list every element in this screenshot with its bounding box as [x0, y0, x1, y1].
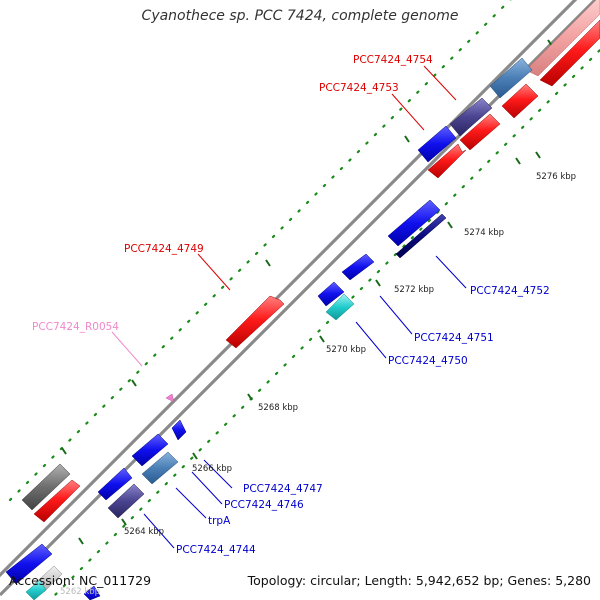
gene-purple-4744[interactable]: [107, 483, 145, 519]
tick-mark: [265, 259, 271, 267]
gene-blue-4751[interactable]: [341, 253, 375, 281]
label-pcc7424-4747[interactable]: PCC7424_4747: [243, 483, 323, 495]
gene-blue-4746[interactable]: [131, 433, 169, 467]
callout-line: [203, 459, 233, 489]
gene-steel-4754[interactable]: [489, 57, 533, 99]
gene-red-4752b[interactable]: [427, 143, 467, 179]
gene-navy-4752[interactable]: [395, 213, 447, 259]
gene-blue-4747[interactable]: [171, 419, 187, 441]
label-pcc7424-4754[interactable]: PCC7424_4754: [353, 54, 433, 66]
callout-line: [143, 513, 175, 549]
gene-steel-trpA[interactable]: [141, 451, 179, 485]
gene-red-small-4754b[interactable]: [501, 83, 539, 119]
tick-label: 5270 kbp: [326, 345, 366, 355]
gene-gray-outer[interactable]: [21, 463, 71, 511]
tick-mark: [375, 279, 381, 287]
map-title: Cyanothece sp. PCC 7424, complete genome: [141, 8, 459, 24]
gene-blue-edge-small[interactable]: [83, 585, 101, 600]
tick-mark: [131, 379, 137, 387]
callout-line: [355, 321, 387, 359]
tick-label: 5268 kbp: [258, 403, 298, 413]
label-pcc7424-4746[interactable]: PCC7424_4746: [224, 499, 304, 511]
gene-blue-4745[interactable]: [97, 467, 133, 501]
tick-label: 5274 kbp: [464, 228, 504, 238]
tick-label: 5264 kbp: [124, 527, 164, 537]
callout-line: [379, 295, 413, 335]
tick-mark: [61, 447, 67, 455]
tick-mark: [121, 518, 127, 526]
label-pcc7424-r0054[interactable]: PCC7424_R0054: [32, 321, 119, 333]
gene-cyan-4750[interactable]: [325, 293, 355, 321]
tick-label: 5276 kbp: [536, 172, 576, 182]
accession-text: Accession: NC_011729: [9, 573, 152, 588]
gene-pink-4755[interactable]: [525, 0, 600, 77]
tick-label: 5262 kbp: [60, 587, 100, 597]
callout-line: [423, 65, 457, 101]
label-pcc7424-4744[interactable]: PCC7424_4744: [176, 544, 256, 556]
tick-label: 5266 kbp: [192, 464, 232, 474]
label-pcc7424-4750[interactable]: PCC7424_4750: [388, 355, 468, 367]
trna-pink-r0054[interactable]: [165, 393, 175, 403]
gene-red-outer-left[interactable]: [33, 479, 81, 523]
gene-red-4755[interactable]: [539, 19, 600, 87]
tick-mark: [515, 157, 521, 165]
callout-line: [435, 255, 467, 289]
gene-red-4749[interactable]: [225, 295, 285, 349]
tick-mark: [192, 452, 198, 460]
gene-purple-4753[interactable]: [449, 97, 493, 137]
callout-lines: [111, 65, 467, 549]
backbone-line-outer: [0, 0, 578, 578]
gene-red-4753[interactable]: [459, 113, 501, 151]
tick-mark: [319, 335, 325, 343]
gene-blue-4752[interactable]: [387, 199, 441, 247]
callout-line: [191, 471, 223, 505]
callout-line: [197, 253, 231, 291]
tick-label: 5272 kbp: [394, 285, 434, 295]
label-pcc7424-4751[interactable]: PCC7424_4751: [414, 332, 494, 344]
tick-mark: [78, 537, 84, 545]
callout-line: [391, 93, 425, 131]
label-pcc7424-4752[interactable]: PCC7424_4752: [470, 285, 550, 297]
callout-line: [111, 331, 143, 367]
lower-dotted-track: [48, 48, 600, 600]
tick-mark: [404, 135, 410, 143]
label-trpA[interactable]: trpA: [208, 515, 231, 527]
scale-ticks: [61, 39, 553, 545]
gene-cyan-edge[interactable]: [25, 579, 47, 600]
tick-mark: [535, 151, 541, 159]
upper-dotted-track: [8, 0, 512, 502]
gene-blue-4753[interactable]: [417, 125, 457, 163]
tick-mark: [247, 393, 253, 401]
gene-blue-4750[interactable]: [317, 281, 345, 307]
label-pcc7424-4753[interactable]: PCC7424_4753: [319, 82, 399, 94]
label-pcc7424-4749[interactable]: PCC7424_4749: [124, 243, 204, 255]
callout-line: [175, 487, 207, 519]
gene-blue-edge[interactable]: [5, 543, 53, 585]
tick-mark: [447, 221, 453, 229]
genome-summary-text: Topology: circular; Length: 5,942,652 bp…: [247, 573, 591, 588]
